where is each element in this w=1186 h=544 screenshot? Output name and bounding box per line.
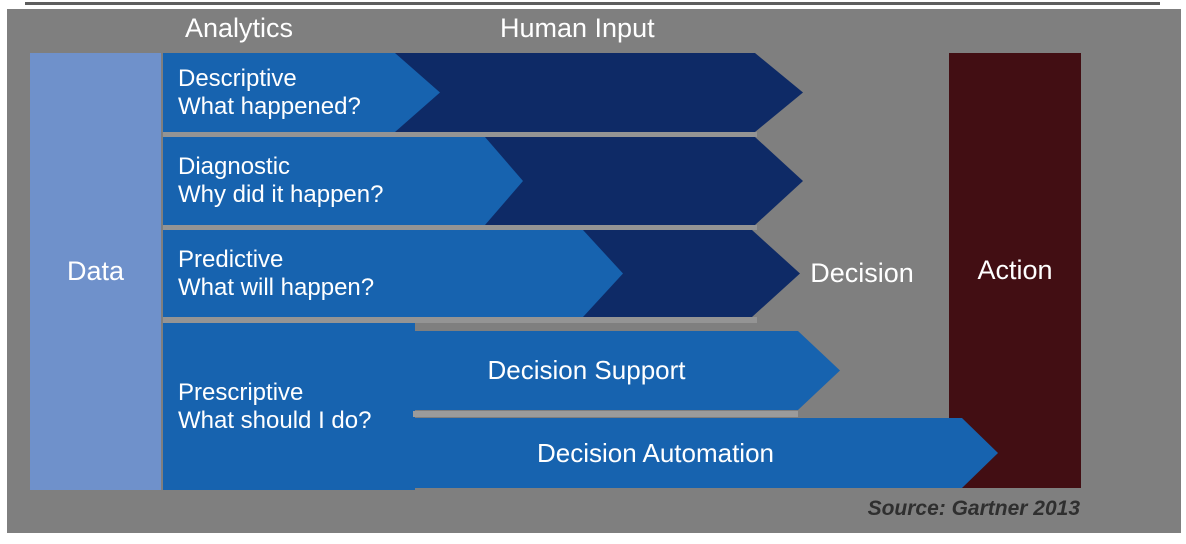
decision-support-label: Decision Support <box>487 355 686 385</box>
decision-automation-label: Decision Automation <box>536 437 775 468</box>
human-input-header-label: Human Input <box>500 13 655 43</box>
diagnostic-title: Diagnostic <box>178 153 291 180</box>
descriptive-title: Descriptive <box>178 64 297 92</box>
predictive-title: Predictive <box>178 245 284 273</box>
diagnostic-continuation-arrow <box>480 137 803 225</box>
predictive-question: What will happen? <box>178 273 375 301</box>
prescriptive-title: Prescriptive <box>178 378 304 406</box>
data-box-label: Data <box>66 256 125 286</box>
row-separator <box>163 225 757 230</box>
data-box: Data <box>30 53 161 490</box>
decision-automation-arrow: Decision Automation <box>413 418 998 488</box>
prescriptive-question: What should I do? <box>178 406 372 434</box>
decision-support-arrow: Decision Support <box>413 331 840 410</box>
row-separator <box>163 132 757 137</box>
descriptive-arrow: Descriptive What happened? <box>163 53 440 132</box>
decision-label: Decision <box>810 258 914 288</box>
diagnostic-arrow: Diagnostic Why did it happen? <box>163 137 523 225</box>
analytics-header-label: Analytics <box>185 13 294 43</box>
diagnostic-question: Why did it happen? <box>178 181 384 208</box>
source-caption: Source: Gartner 2013 <box>867 497 1080 520</box>
action-column: Action <box>949 53 1081 488</box>
descriptive-question: What happened? <box>178 92 361 120</box>
descriptive-continuation-arrow <box>390 53 803 132</box>
band-separator <box>413 411 798 417</box>
predictive-arrow: Predictive What will happen? <box>163 230 623 317</box>
prescriptive-box: Prescriptive What should I do? <box>163 323 415 490</box>
action-label: Action <box>977 255 1053 285</box>
row-separator <box>163 317 757 323</box>
top-rule-line <box>25 2 1160 5</box>
